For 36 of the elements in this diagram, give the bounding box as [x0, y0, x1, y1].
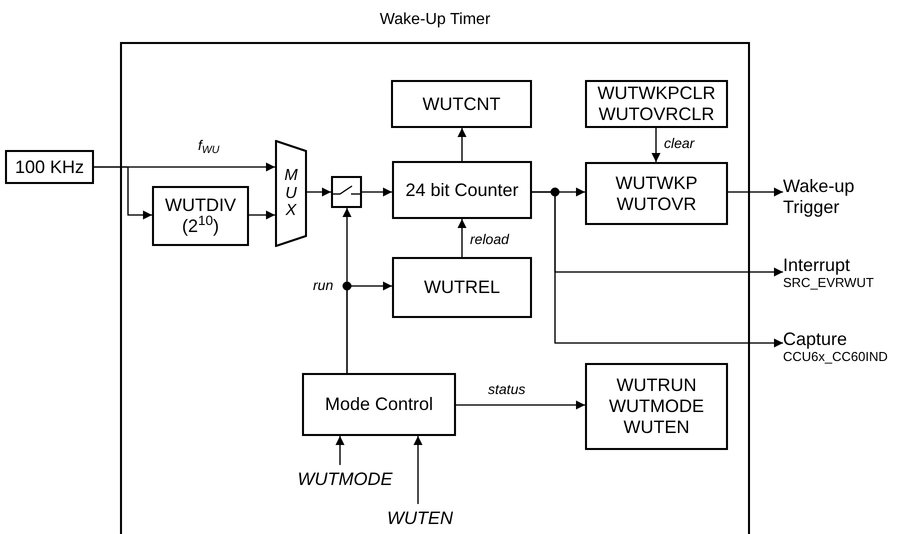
signal-arrow — [728, 188, 783, 196]
register-box: WUTWKP WUTOVR — [585, 162, 728, 225]
switch-symbol — [331, 176, 362, 208]
signal-arrow — [414, 436, 422, 504]
signal-name: CCU6x_CC60IND — [783, 350, 888, 365]
register-box: WUTREL — [392, 257, 532, 318]
output-signal-label: Interrupt — [783, 255, 850, 276]
output-signal-label: Capture — [783, 329, 848, 350]
signal-name: SRC_EVRWUT — [783, 276, 874, 291]
edge-label: reload — [468, 232, 511, 246]
register-box: WUTRUN WUTMODE WUTEN — [585, 363, 728, 450]
edge-label: clear — [662, 136, 696, 150]
signal-arrow — [346, 282, 392, 373]
signal-arrow — [94, 166, 152, 220]
register-box: WUTWKPCLR WUTOVRCLR — [585, 80, 728, 128]
edge-label: status — [486, 382, 528, 396]
signal-arrow — [249, 210, 275, 220]
signal-arrow — [458, 219, 466, 257]
signal-arrow — [458, 128, 466, 161]
register-box: WUTDIV (2$^{10}$) — [152, 186, 249, 246]
signal-arrow — [456, 400, 585, 410]
signal-arrow — [652, 128, 660, 162]
register-box: 24 bit Counter — [392, 161, 532, 219]
edge-label: f$_{WU}$ — [196, 138, 222, 152]
multiplexer-trapezoid: MUX — [275, 140, 307, 247]
frame-title: Wake-Up Timer — [378, 10, 492, 30]
signal-arrow — [307, 188, 331, 196]
register-box: 100 KHz — [5, 150, 94, 184]
input-signal-label: WUTEN — [387, 506, 453, 530]
input-signal-label: WUTMODE — [298, 468, 392, 490]
signal-arrow — [362, 188, 392, 196]
signal-arrow — [336, 436, 344, 465]
signal-arrow — [532, 191, 783, 348]
register-box: WUTCNT — [391, 80, 532, 128]
output-signal-label: Wake-up Trigger — [783, 176, 856, 218]
register-box: Mode Control — [302, 373, 456, 436]
